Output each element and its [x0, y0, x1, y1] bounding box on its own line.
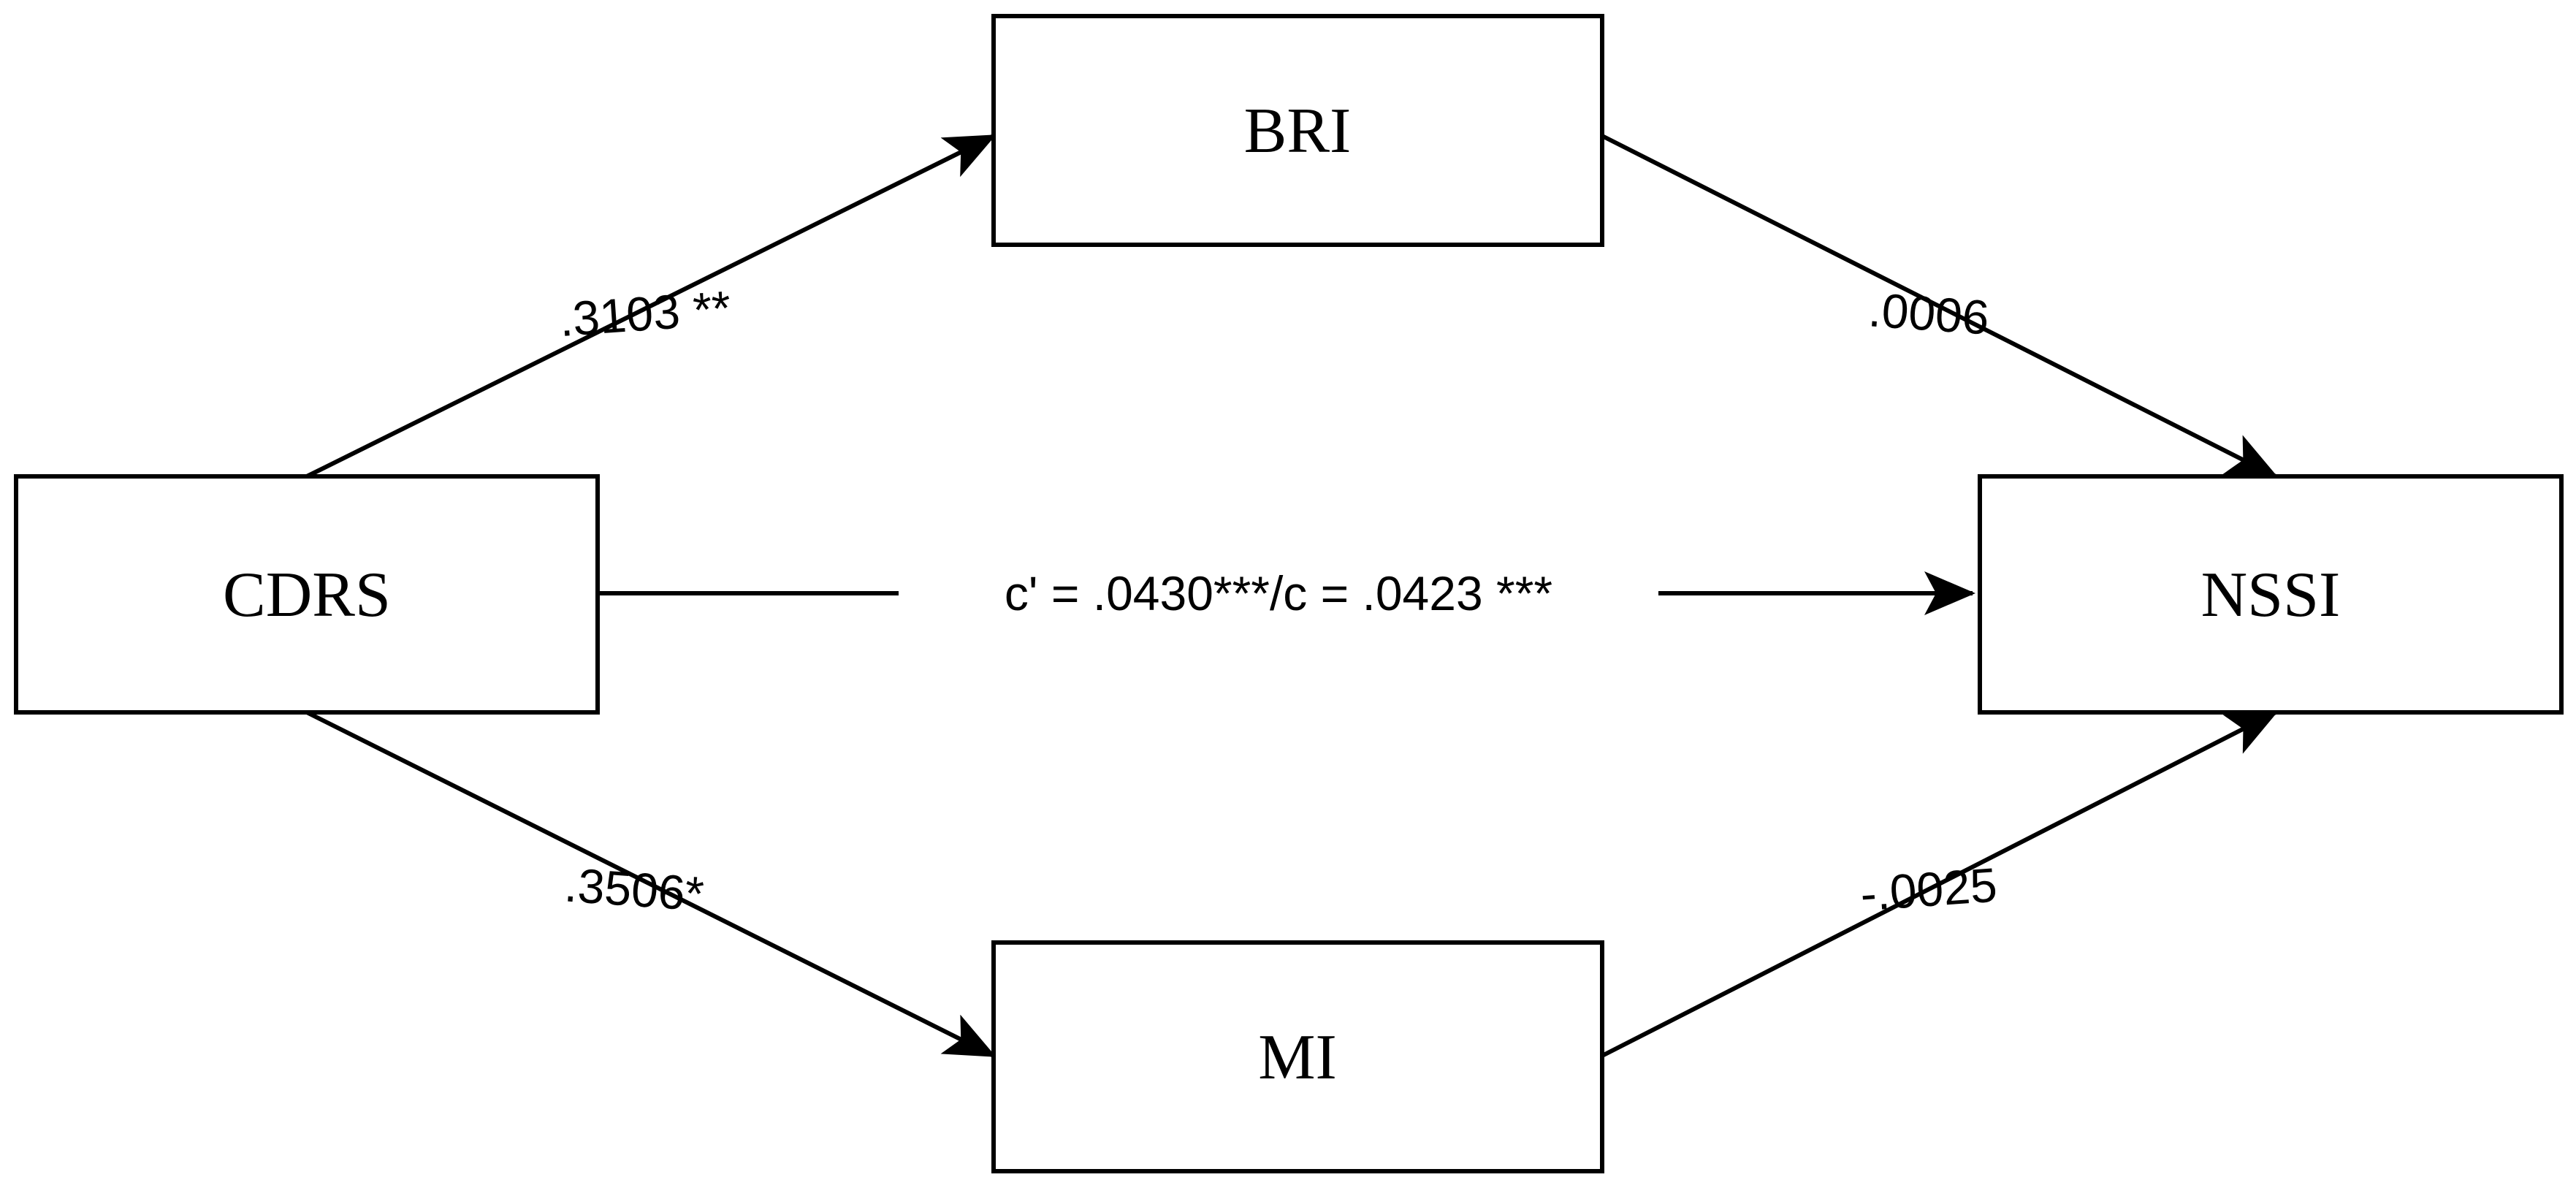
coef-cdrs-mi: .3506* — [563, 857, 706, 921]
path-bri-to-nssi — [1601, 134, 2279, 479]
path-cdrs-to-bri — [305, 134, 997, 479]
node-nssi-label: NSSI — [2201, 560, 2341, 631]
node-nssi: NSSI — [1978, 474, 2564, 715]
node-bri-label: BRI — [1244, 96, 1352, 167]
coef-mi-nssi: -.0025 — [1859, 858, 1999, 921]
node-mi-label: MI — [1258, 1022, 1337, 1093]
node-cdrs: CDRS — [14, 474, 600, 715]
coef-cdrs-bri: .3103 ** — [557, 281, 732, 346]
coef-cdrs-nssi: c' = .0430***/c = .0423 *** — [1005, 566, 1552, 620]
coef-bri-nssi: .0006 — [1867, 282, 1991, 344]
path-cdrs-to-mi — [305, 710, 997, 1058]
node-mi: MI — [991, 940, 1604, 1173]
direct-path-label-bg — [899, 555, 1658, 628]
node-cdrs-label: CDRS — [223, 560, 391, 631]
path-mi-to-nssi — [1601, 710, 2279, 1058]
node-bri: BRI — [991, 14, 1604, 247]
